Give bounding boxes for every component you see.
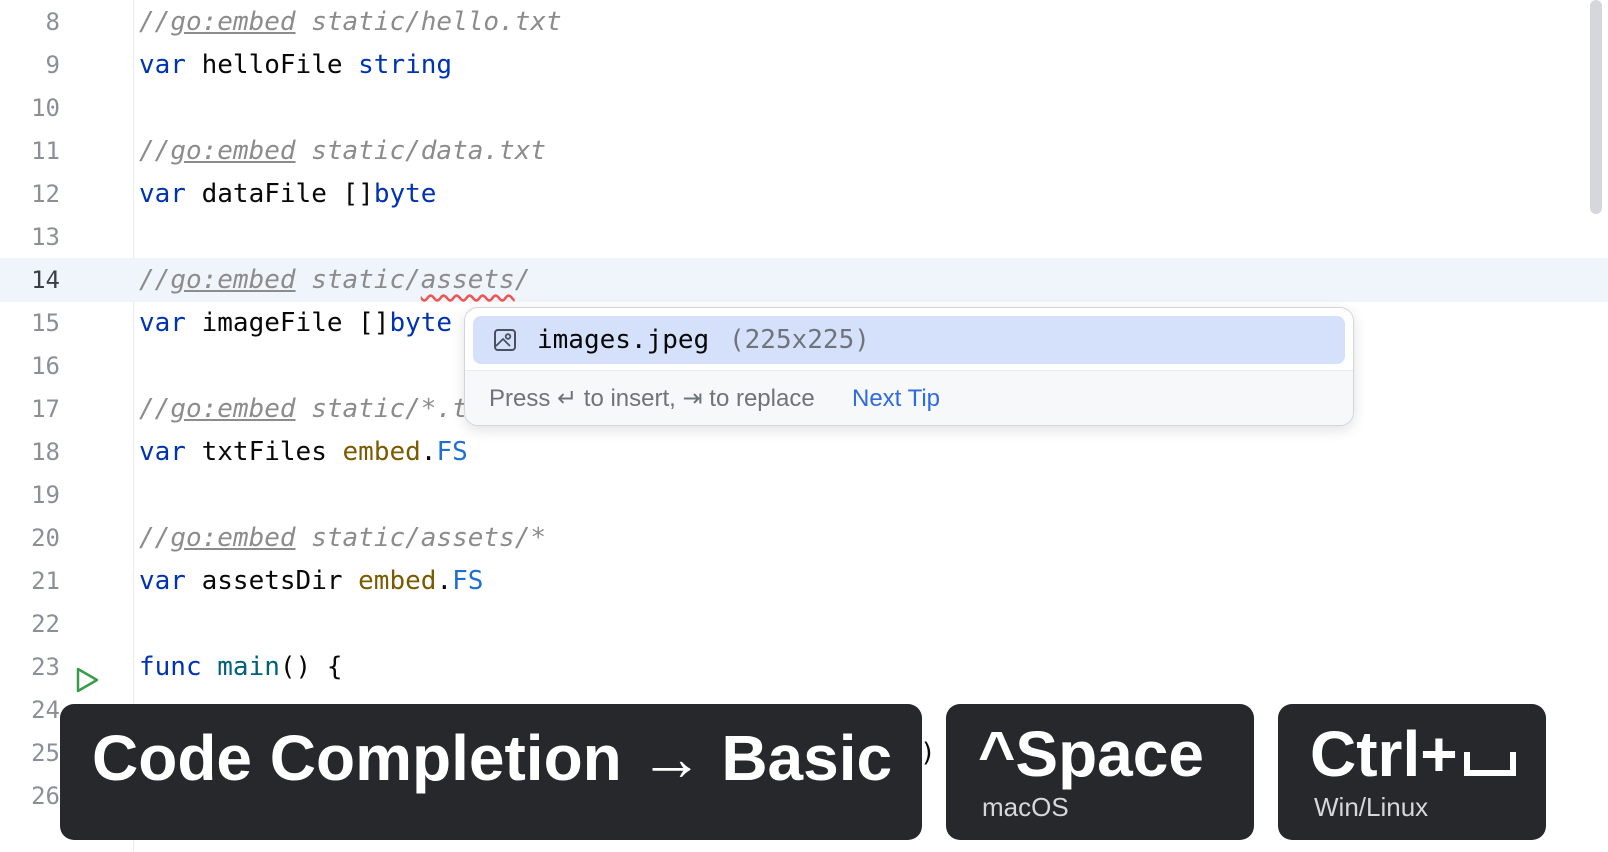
code-text[interactable]: //go:embed static/assets/	[139, 265, 531, 295]
completion-footer: Press ↵ to insert, ⇥ to replace Next Tip	[465, 370, 1353, 425]
mac-os-label: macOS	[982, 792, 1069, 822]
code-line[interactable]: 12 var dataFile []byte	[0, 172, 1608, 216]
code-line[interactable]: 13	[0, 215, 1608, 259]
line-number: 21	[31, 567, 60, 595]
code-line[interactable]: 19	[0, 473, 1608, 517]
unresolved-path-error: assets	[420, 265, 515, 295]
code-text[interactable]: var txtFiles embed.FS	[139, 437, 468, 467]
line-number: 9	[45, 51, 60, 79]
code-line[interactable]: 21 var assetsDir embed.FS	[0, 559, 1608, 603]
action-name-badge: Code Completion → Basic	[60, 704, 922, 840]
code-line[interactable]: 9 var helloFile string	[0, 43, 1608, 87]
code-text[interactable]: //go:embed static/hello.txt	[139, 7, 562, 37]
mac-shortcut-badge: ^Space macOS	[946, 704, 1254, 840]
code-text[interactable]: var helloFile string	[139, 50, 453, 80]
completion-item-size: (225x225)	[729, 325, 870, 355]
code-line[interactable]: 26	[0, 774, 1608, 818]
code-line[interactable]: 24	[0, 688, 1608, 732]
line-number: 14	[31, 266, 60, 294]
mac-shortcut-key: ^Space	[978, 718, 1204, 790]
win-shortcut-key: Ctrl+	[1310, 714, 1516, 794]
space-key-icon	[1463, 752, 1516, 776]
line-number: 24	[31, 696, 60, 724]
line-number: 19	[31, 481, 60, 509]
line-number: 23	[31, 653, 60, 681]
line-number: 13	[31, 223, 60, 251]
run-gutter-icon[interactable]	[70, 664, 102, 696]
code-line[interactable]: 22	[0, 602, 1608, 646]
win-shortcut-badge: Ctrl+ Win/Linux	[1278, 704, 1546, 840]
completion-item-selected[interactable]: images.jpeg (225x225)	[473, 316, 1345, 364]
line-number: 25	[31, 739, 60, 767]
code-line[interactable]: 8 //go:embed static/hello.txt	[0, 0, 1608, 44]
code-text[interactable]: var assetsDir embed.FS	[139, 566, 484, 596]
code-line[interactable]: 25 )	[0, 731, 1608, 775]
line-number: 17	[31, 395, 60, 423]
line-number: 20	[31, 524, 60, 552]
win-os-label: Win/Linux	[1314, 792, 1429, 822]
line-number: 11	[31, 137, 60, 165]
code-line[interactable]: 18 var txtFiles embed.FS	[0, 430, 1608, 474]
line-number: 15	[31, 309, 60, 337]
code-line[interactable]: 11 //go:embed static/data.txt	[0, 129, 1608, 173]
code-text[interactable]: )	[920, 738, 936, 768]
code-line[interactable]: 10	[0, 86, 1608, 130]
code-text[interactable]: //go:embed static/assets/*	[139, 523, 546, 553]
line-number: 18	[31, 438, 60, 466]
line-number: 22	[31, 610, 60, 638]
completion-item-name: images.jpeg	[537, 325, 710, 355]
line-number: 8	[45, 8, 60, 36]
completion-hint: Press ↵ to insert, ⇥ to replace	[489, 385, 815, 412]
code-text[interactable]: //go:embed static/data.txt	[139, 136, 546, 166]
code-line[interactable]: 20 //go:embed static/assets/*	[0, 516, 1608, 560]
line-number: 26	[31, 782, 60, 810]
code-line[interactable]: 23 func main() {	[0, 645, 1608, 689]
line-number: 12	[31, 180, 60, 208]
image-file-icon	[494, 329, 516, 351]
completion-popup: images.jpeg (225x225) Press ↵ to insert,…	[464, 307, 1354, 426]
line-number: 10	[31, 94, 60, 122]
code-line-current[interactable]: 14 //go:embed static/assets/	[0, 258, 1608, 302]
vertical-scrollbar-thumb[interactable]	[1590, 0, 1602, 214]
code-line[interactable]: 15 var imageFile []byte	[0, 301, 1608, 345]
line-number: 16	[31, 352, 60, 380]
action-name: Code Completion → Basic	[92, 722, 893, 794]
code-text[interactable]: var dataFile []byte	[139, 179, 437, 209]
next-tip-link[interactable]: Next Tip	[852, 385, 941, 412]
code-text[interactable]: var imageFile []byte	[139, 308, 453, 338]
code-line[interactable]: 16	[0, 344, 1608, 388]
code-text[interactable]: func main() {	[139, 652, 343, 682]
code-text[interactable]: //go:embed static/*.txt	[139, 394, 500, 424]
